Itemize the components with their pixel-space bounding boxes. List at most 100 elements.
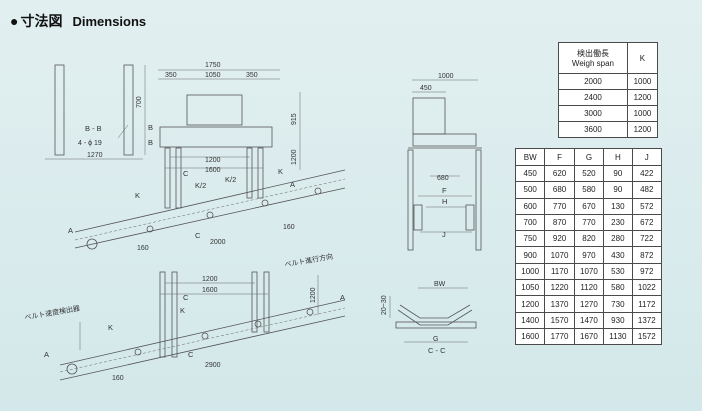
table-cell: 90 <box>603 181 633 199</box>
dim-1000: 1000 <box>438 73 454 80</box>
label-k3: K <box>108 323 113 332</box>
dim-160b: 160 <box>283 224 295 231</box>
weigh-span-cell: 2000 <box>558 73 628 90</box>
table-cell: 730 <box>603 295 633 313</box>
table-cell: 1220 <box>544 279 575 297</box>
label-c4: C <box>188 350 194 359</box>
dim-1200v2: 1200 <box>310 287 317 303</box>
table-cell: 450 <box>514 164 546 183</box>
table-cell: 1170 <box>544 262 575 281</box>
table-cell: 1200 <box>514 295 546 313</box>
label-a4: A <box>340 293 345 302</box>
weigh-span-header-jp: 検出働長 <box>576 49 609 58</box>
table-cell: 770 <box>544 197 575 215</box>
table-cell: 770 <box>573 213 605 232</box>
dim-1200v: 1200 <box>291 149 298 165</box>
table-cell: 900 <box>514 246 546 264</box>
table-cell: 820 <box>573 230 605 248</box>
table-cell: 700 <box>514 213 546 232</box>
top-side-view: 1750 350 1050 350 915 B B 1200 1600 1200 <box>68 62 346 252</box>
dim-350b: 350 <box>246 72 258 79</box>
table-cell: 1600 <box>514 327 546 346</box>
label-cc: C - C <box>428 346 446 355</box>
weigh-span-cell: 3000 <box>558 105 628 122</box>
label-a2: A <box>290 180 295 189</box>
bb-left-post <box>54 64 65 156</box>
label-c2: C <box>195 231 201 240</box>
table-cell: 1000 <box>514 262 546 281</box>
dim-915: 915 <box>291 113 298 125</box>
table-cell: 672 <box>631 213 663 232</box>
col-g: G <box>573 148 605 166</box>
table-cell: 1372 <box>631 311 663 329</box>
weigh-span-cell: 3600 <box>558 121 628 138</box>
table-cell: 1270 <box>573 295 605 313</box>
table-cell: 1022 <box>631 279 663 297</box>
label-k5: K/2 <box>195 181 206 190</box>
dim-700: 700 <box>136 96 143 108</box>
k-cell: 1000 <box>626 105 659 122</box>
dim-1050: 1050 <box>205 72 221 79</box>
table-cell: 90 <box>603 164 633 183</box>
label-b2: B <box>148 138 153 147</box>
label-g: G <box>433 336 438 343</box>
table-cell: 130 <box>603 197 633 215</box>
table-cell: 482 <box>631 181 663 199</box>
table-cell: 530 <box>603 262 633 281</box>
front-cabinet <box>412 97 446 135</box>
weigh-frame-box <box>186 94 243 126</box>
table-cell: 1070 <box>544 246 575 264</box>
bullet-icon: ● <box>10 13 19 29</box>
label-k4: K <box>180 306 185 315</box>
col-bw: BW <box>514 148 546 166</box>
title-en: Dimensions <box>72 14 147 29</box>
table-cell: 870 <box>544 213 575 232</box>
table-cell: 970 <box>573 246 605 264</box>
label-k1: K <box>135 191 140 200</box>
label-f: F <box>442 186 447 195</box>
table-cell: 520 <box>573 164 605 183</box>
dim-450: 450 <box>420 85 432 92</box>
table-cell: 930 <box>603 311 633 329</box>
bb-right-post <box>123 64 134 156</box>
label-a3: A <box>44 350 49 359</box>
label-c1: C <box>183 169 189 178</box>
table-cell: 580 <box>573 181 605 199</box>
table-cell: 1130 <box>603 327 633 346</box>
dim-20-30: 20~30 <box>381 295 388 315</box>
section-bb-view: 700 B - B 4 - ϕ 19 1270 <box>45 64 146 160</box>
label-c3: C <box>183 293 189 302</box>
bottom-side-view: 1200 1600 1200 ベルト進行方向 ベルト速度検出器 K K C C … <box>24 252 346 382</box>
col-j: J <box>631 148 663 166</box>
weigh-span-cell: 2400 <box>558 89 628 106</box>
label-bb: B - B <box>85 124 102 133</box>
dim-1200b: 1200 <box>202 276 218 283</box>
table-cell: 572 <box>631 197 663 215</box>
table-cell: 430 <box>603 246 633 264</box>
table-cell: 422 <box>631 164 663 183</box>
table-cell: 750 <box>514 230 546 248</box>
dim-1200a: 1200 <box>205 157 221 164</box>
table-cell: 680 <box>544 181 575 199</box>
label-bw: BW <box>434 281 446 288</box>
dim-2000: 2000 <box>210 239 226 246</box>
dim-160a: 160 <box>137 245 149 252</box>
table-cell: 230 <box>603 213 633 232</box>
table-cell: 920 <box>544 230 575 248</box>
label-belt-dir: ベルト進行方向 <box>284 252 334 269</box>
